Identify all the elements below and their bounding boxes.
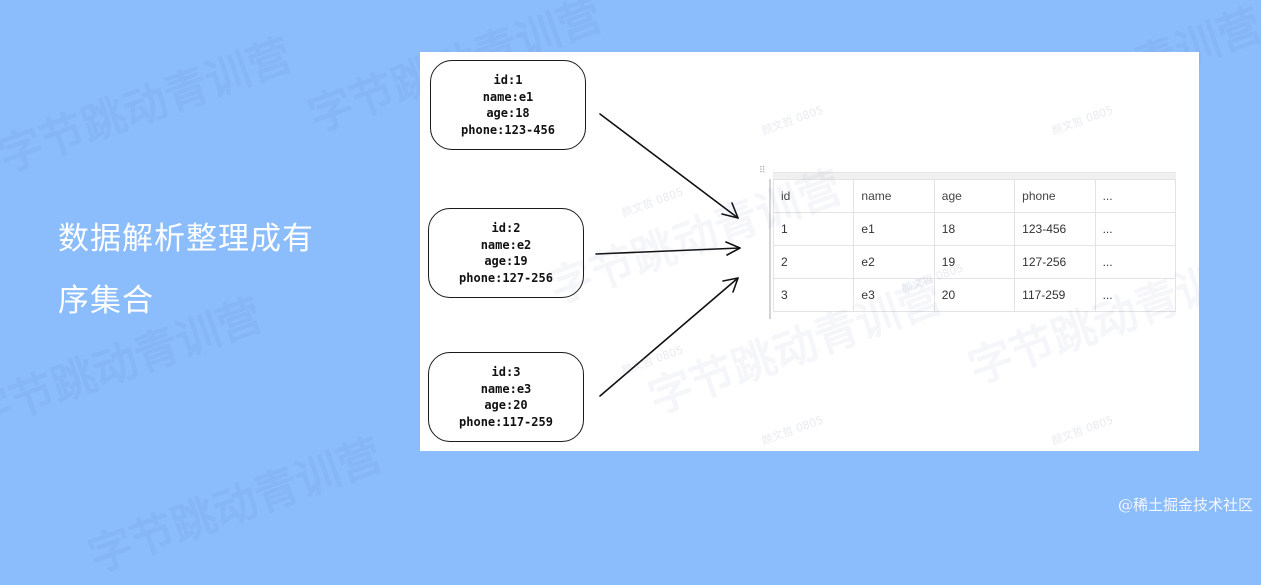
headline-line-2: 序集合 (58, 283, 154, 319)
table-row: 3 e3 20 117-259 ... (772, 278, 1177, 312)
record-name: name:e2 (480, 237, 532, 252)
watermark-brand: 字节跳动青训营 (82, 429, 389, 583)
table-header-cell[interactable]: age (933, 179, 1016, 213)
table-cell[interactable]: 19 (933, 245, 1016, 279)
row-gutter (769, 179, 774, 319)
arrow-record-1 (599, 113, 739, 219)
table-cell[interactable]: e2 (853, 245, 935, 279)
record-card-3: id:3 name:e3 age:20 phone:117-259 (428, 352, 584, 442)
arrow-record-2 (595, 247, 741, 255)
table-cell[interactable]: 123-456 (1014, 212, 1096, 246)
arrow-record-3-head (722, 277, 739, 293)
result-table: ⠿ id name age phone ... 1 e1 18 123-456 … (759, 166, 1177, 319)
table-header-cell[interactable]: name (853, 179, 935, 213)
table-cell[interactable]: e1 (853, 212, 935, 246)
record-phone: phone:127-256 (459, 270, 553, 285)
headline-line-1: 数据解析整理成有 (58, 221, 314, 257)
table-cell[interactable]: 3 (772, 278, 855, 312)
table-cell[interactable]: 18 (933, 212, 1016, 246)
record-card-1: id:1 name:e1 age:18 phone:123-456 (430, 60, 586, 150)
record-age: age:20 (484, 398, 528, 412)
record-age: age:18 (486, 106, 530, 120)
arrow-record-3 (599, 277, 739, 397)
table-header-cell[interactable]: id (772, 179, 855, 213)
table-cell[interactable]: e3 (853, 278, 935, 312)
table-row: 2 e2 19 127-256 ... (772, 245, 1177, 279)
table-header-cell[interactable]: phone (1014, 179, 1096, 213)
table-cell[interactable]: 117-259 (1014, 278, 1096, 312)
arrow-record-1-head (721, 202, 739, 219)
table-cell[interactable]: ... (1094, 278, 1177, 312)
table-cell[interactable]: 127-256 (1014, 245, 1096, 279)
record-id: id:2 (491, 221, 521, 235)
arrow-connectors (595, 113, 741, 397)
record-phone: phone:117-259 (459, 414, 553, 429)
record-id: id:3 (491, 365, 521, 379)
table-row: 1 e1 18 123-456 ... (772, 212, 1177, 246)
table-cell[interactable]: 2 (772, 245, 855, 279)
table-header-row: id name age phone ... (772, 179, 1177, 213)
record-id: id:1 (493, 73, 523, 87)
table-cell[interactable]: ... (1094, 212, 1177, 246)
record-age: age:19 (484, 254, 528, 268)
drag-handle-icon[interactable]: ⠿ (759, 166, 766, 176)
table-grid: id name age phone ... 1 e1 18 123-456 ..… (772, 179, 1177, 312)
diagram-panel: id:1 name:e1 age:18 phone:123-456 id:2 n… (420, 52, 1199, 451)
table-header-cell[interactable]: ... (1094, 179, 1177, 213)
record-card-2: id:2 name:e2 age:19 phone:127-256 (428, 208, 584, 298)
watermark-brand: 字节跳动青训营 (0, 29, 299, 183)
table-cell[interactable]: 1 (772, 212, 855, 246)
arrow-record-2-head (725, 241, 741, 256)
record-name: name:e1 (482, 89, 534, 104)
table-column-bar (773, 172, 1176, 179)
table-cell[interactable]: ... (1094, 245, 1177, 279)
headline: 数据解析整理成有 序集合 (58, 208, 358, 332)
record-phone: phone:123-456 (461, 122, 555, 137)
table-cell[interactable]: 20 (933, 278, 1016, 312)
record-name: name:e3 (480, 381, 532, 396)
source-credit: @稀土掘金技术社区 (1117, 496, 1253, 514)
